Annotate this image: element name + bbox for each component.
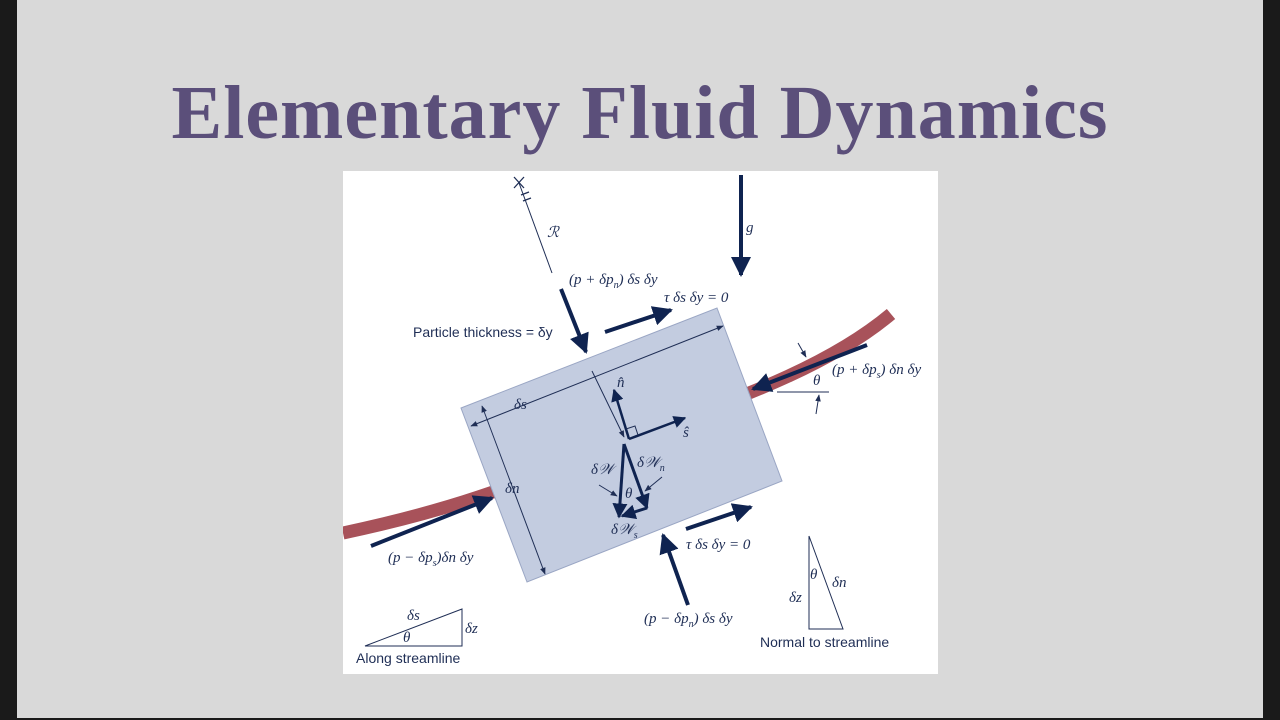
tri-right-theta-label: θ [810,567,818,583]
tri-right-dz-label: δz [789,590,802,606]
top-pressure-arrow [559,288,589,354]
dn-label: δn [505,481,519,497]
shear-top-arrow [604,306,673,334]
n-hat-arrow [611,388,631,440]
bottom-pressure-arrow [659,533,690,606]
thickness-label: Particle thickness = δy [413,324,553,340]
slide-title: Elementary Fluid Dynamics [171,71,1109,155]
top-pressure-label: (p + δpn) δs δy [569,272,658,291]
gravity-label: g [746,220,754,236]
slide: Elementary Fluid Dynamics ℛ [17,0,1263,718]
tri-right-dn-label: δn [832,575,846,591]
s-hat-arrow [628,416,687,441]
diagram-canvas: ℛ g (p + δpn) δs δy τ δs δy = 0 Particle… [343,175,921,666]
left-pressure-label: (p − δps)δn δy [388,550,474,569]
free-body-diagram: ℛ g (p + δpn) δs δy τ δs δy = 0 Particle… [343,171,938,674]
left-pressure-arrow [370,495,494,548]
dn-dimension [481,405,546,575]
bottom-pressure-label: (p − δpn) δs δy [644,611,733,630]
shear-bottom-label: τ δs δy = 0 [686,537,751,553]
shear-bottom-arrow [685,503,753,531]
tri-left-theta-label: θ [403,630,411,646]
ds-label: δs [514,397,527,413]
dWs-label: δ𝒲s [611,522,638,541]
radius-label: ℛ [547,225,560,241]
theta-center-label: θ [625,486,633,502]
dW-label: δ𝒲 [591,462,617,478]
weight-triangle [612,443,650,520]
n-hat-label: n̂ [617,375,625,391]
tri-left-ds-label: δs [407,608,420,624]
dWn-label: δ𝒲n [637,455,665,474]
tri-left-caption: Along streamline [356,650,460,666]
right-pressure-arrow [751,343,868,392]
normal-to-streamline-triangle [808,535,844,630]
radius-line [518,182,553,274]
tri-left-dz-label: δz [465,621,478,637]
shear-top-label: τ δs δy = 0 [664,290,729,306]
along-streamline-triangle [364,608,463,647]
tri-right-caption: Normal to streamline [760,634,889,650]
s-hat-label: ŝ [683,425,689,441]
theta-right-label: θ [813,373,821,389]
right-pressure-label: (p + δps) δn δy [832,362,921,381]
